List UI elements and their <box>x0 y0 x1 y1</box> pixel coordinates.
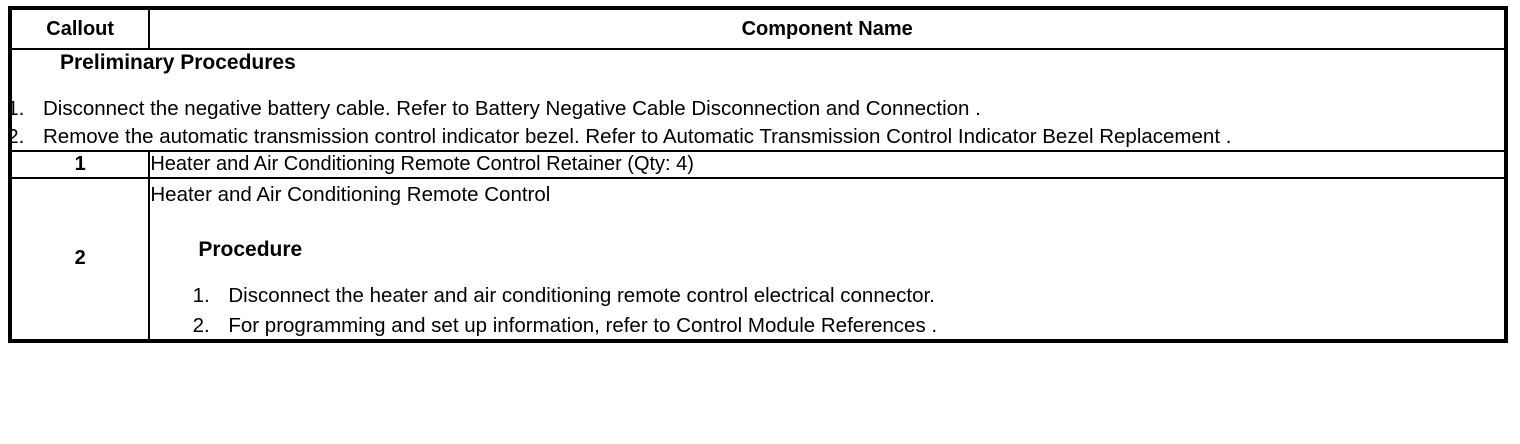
callout-number-1: 1 <box>8 149 151 179</box>
component-name-2: Heater and Air Conditioning Remote Contr… <box>150 182 551 206</box>
procedure-heading: Procedure <box>198 238 303 262</box>
procedure-steps-list: Disconnect the heater and air conditioni… <box>150 282 1504 339</box>
table-row: 2 Heater and Air Conditioning Remote Con… <box>8 176 1507 342</box>
procedure-step: Disconnect the heater and air conditioni… <box>215 282 1504 309</box>
table-body: Preliminary Procedures Disconnect the ne… <box>8 48 1507 342</box>
preliminary-procedures-heading: Preliminary Procedures <box>60 51 296 74</box>
component-name-1: Heater and Air Conditioning Remote Contr… <box>148 149 1507 179</box>
table-row: 1 Heater and Air Conditioning Remote Con… <box>8 149 1507 179</box>
column-header-component-name: Component Name <box>148 7 1507 50</box>
preliminary-step: Remove the automatic transmission contro… <box>30 123 1504 150</box>
component-callout-table: Callout Component Name Preliminary Proce… <box>8 6 1508 343</box>
column-header-callout: Callout <box>8 7 151 50</box>
preliminary-step: Disconnect the negative battery cable. R… <box>30 95 1504 122</box>
preliminary-procedures-cell: Preliminary Procedures Disconnect the ne… <box>9 48 1507 152</box>
table-row-preliminary: Preliminary Procedures Disconnect the ne… <box>9 48 1507 152</box>
table-header-row: Callout Component Name <box>8 7 1507 50</box>
table-header: Callout Component Name <box>8 7 1507 50</box>
procedure-step: For programming and set up information, … <box>215 312 1504 339</box>
callout-number-2: 2 <box>8 176 151 342</box>
component-name-2-cell: Heater and Air Conditioning Remote Contr… <box>148 176 1507 342</box>
preliminary-procedures-list: Disconnect the negative battery cable. R… <box>12 95 1504 150</box>
